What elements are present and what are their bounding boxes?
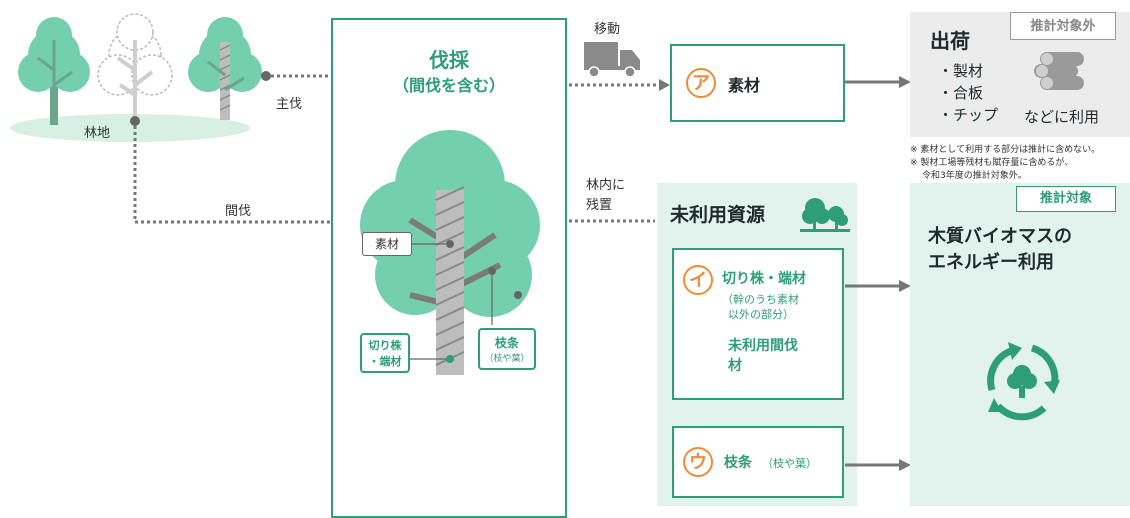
- move-arrow: [569, 79, 670, 91]
- unused-title: 未利用資源: [670, 204, 766, 226]
- shipping-use-label: などに利用: [1024, 108, 1100, 126]
- tag-timber: 素材: [362, 232, 412, 256]
- unused-item-u-label: 枝条: [724, 455, 752, 471]
- unused-item-i-sub1: （幹のうち素材: [722, 293, 799, 306]
- recycle-tree-icon: [987, 342, 1060, 421]
- thinning-label: 間伐: [225, 204, 252, 219]
- harvest-subtitle: （間伐を含む）: [392, 76, 505, 95]
- final-cut-node: [261, 71, 271, 81]
- forest-icon: [800, 198, 850, 232]
- unused-item-u-letter: ウ: [683, 447, 713, 477]
- harvest-tree-illustration: [360, 130, 540, 375]
- unused-item-i-label: 切り株・端材: [722, 271, 806, 287]
- tree-icon: [18, 17, 90, 125]
- cut-tree-icon: [188, 17, 262, 120]
- leave-arrow: [569, 219, 655, 223]
- tag-stump-line2: ・端材: [368, 355, 402, 368]
- leave-label-line2: 残置: [586, 198, 613, 213]
- unused-item-i-extra2: 材: [728, 358, 742, 374]
- tag-branch: 枝条 （枝や葉）: [478, 328, 536, 370]
- arrow-to-shipping: [845, 76, 911, 88]
- forest-ground: [10, 114, 250, 142]
- thinned-tree-icon: [97, 13, 173, 120]
- tag-branch-sub: （枝や葉）: [484, 354, 530, 364]
- unused-item-u-sub: （枝や葉）: [762, 457, 817, 470]
- forest-label: 林地: [84, 126, 111, 141]
- final-cut-label: 主伐: [276, 97, 303, 112]
- biomass-badge: 推計対象: [1016, 186, 1116, 212]
- forest-illustration: [10, 13, 330, 224]
- unused-item-i-sub2: 以外の部分）: [728, 308, 794, 321]
- shipping-list: ・製材 ・合板 ・チップ: [938, 60, 998, 126]
- unused-item-i-letter: イ: [683, 265, 713, 295]
- shipping-badge: 推計対象外: [1010, 12, 1116, 40]
- biomass-title: 木質バイオマスの エネルギー利用: [928, 224, 1072, 276]
- leave-label: 林内に 残置: [586, 176, 625, 216]
- shipping-item: ・合板: [938, 84, 984, 102]
- material-a-letter: ア: [686, 68, 716, 98]
- shipping-note-1: ※ 素材として利用する部分は推計に含めない。: [910, 145, 1101, 155]
- arrow-u-to-biomass: [845, 459, 911, 471]
- truck-icon: [584, 42, 640, 78]
- unused-item-i-extra: 未利用間伐 材: [728, 336, 798, 376]
- shipping-item: ・製材: [938, 62, 984, 80]
- biomass-title-line2: エネルギー利用: [928, 252, 1054, 273]
- tag-stump: 切り株 ・端材: [360, 333, 410, 373]
- move-label: 移動: [594, 22, 621, 37]
- biomass-title-line1: 木質バイオマスの: [928, 226, 1072, 247]
- unused-item-i-extra1: 未利用間伐: [728, 338, 798, 354]
- thinning-node: [130, 116, 140, 126]
- shipping-title: 出荷: [930, 29, 970, 53]
- shipping-note-3: 令和3年度の推計対象外。: [922, 171, 1027, 181]
- unused-item-i-sub: （幹のうち素材 以外の部分）: [722, 292, 799, 322]
- tag-branch-main: 枝条: [494, 336, 519, 350]
- harvest-title: 伐採: [429, 48, 469, 72]
- biomass-panel: [910, 183, 1130, 506]
- logs-icon: [1034, 52, 1084, 90]
- tag-stump-line1: 切り株: [368, 339, 402, 352]
- arrow-i-to-biomass: [845, 280, 911, 292]
- shipping-item: ・チップ: [938, 106, 999, 124]
- leave-label-line1: 林内に: [586, 178, 626, 193]
- shipping-note-2: ※ 製材工場等残材も賦存量に含めるが、: [910, 158, 1074, 168]
- material-a-label: 素材: [728, 76, 761, 95]
